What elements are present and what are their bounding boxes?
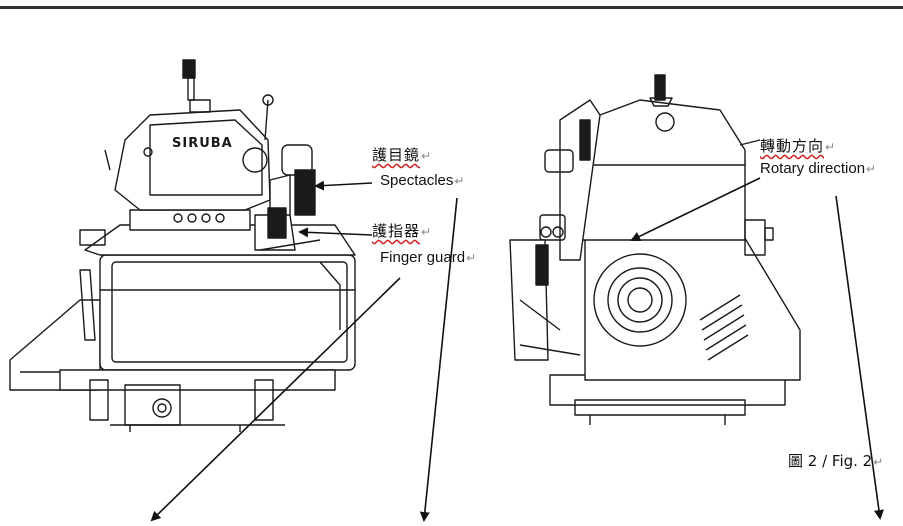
arrow-rotary-down	[835, 195, 884, 520]
header-rule	[0, 6, 903, 9]
label-rotary-zh: 轉動方向↵	[760, 137, 837, 155]
pointer-arrows	[150, 177, 884, 522]
figure-caption: 圖 2 / Fig. 2↵	[788, 452, 884, 470]
arrow-spectacles-down	[419, 197, 458, 522]
machine-front-view: SIRUBA	[9, 59, 356, 432]
spectacles-pointer	[314, 180, 373, 191]
arrow-finger-guard-down	[150, 277, 401, 522]
label-rotary-en: Rotary direction↵	[760, 160, 877, 177]
label-spectacles-en: Spectacles↵	[380, 172, 465, 189]
label-finger-guard-en: Finger guard↵	[380, 249, 477, 266]
rotary-pointer	[630, 177, 761, 242]
label-finger-guard-zh: 護指器↵	[372, 222, 433, 240]
finger-guard-pointer	[298, 227, 373, 238]
brand-logo: SIRUBA	[172, 136, 233, 151]
label-spectacles-zh: 護目鏡↵	[372, 146, 433, 164]
machine-side-view	[509, 74, 801, 425]
